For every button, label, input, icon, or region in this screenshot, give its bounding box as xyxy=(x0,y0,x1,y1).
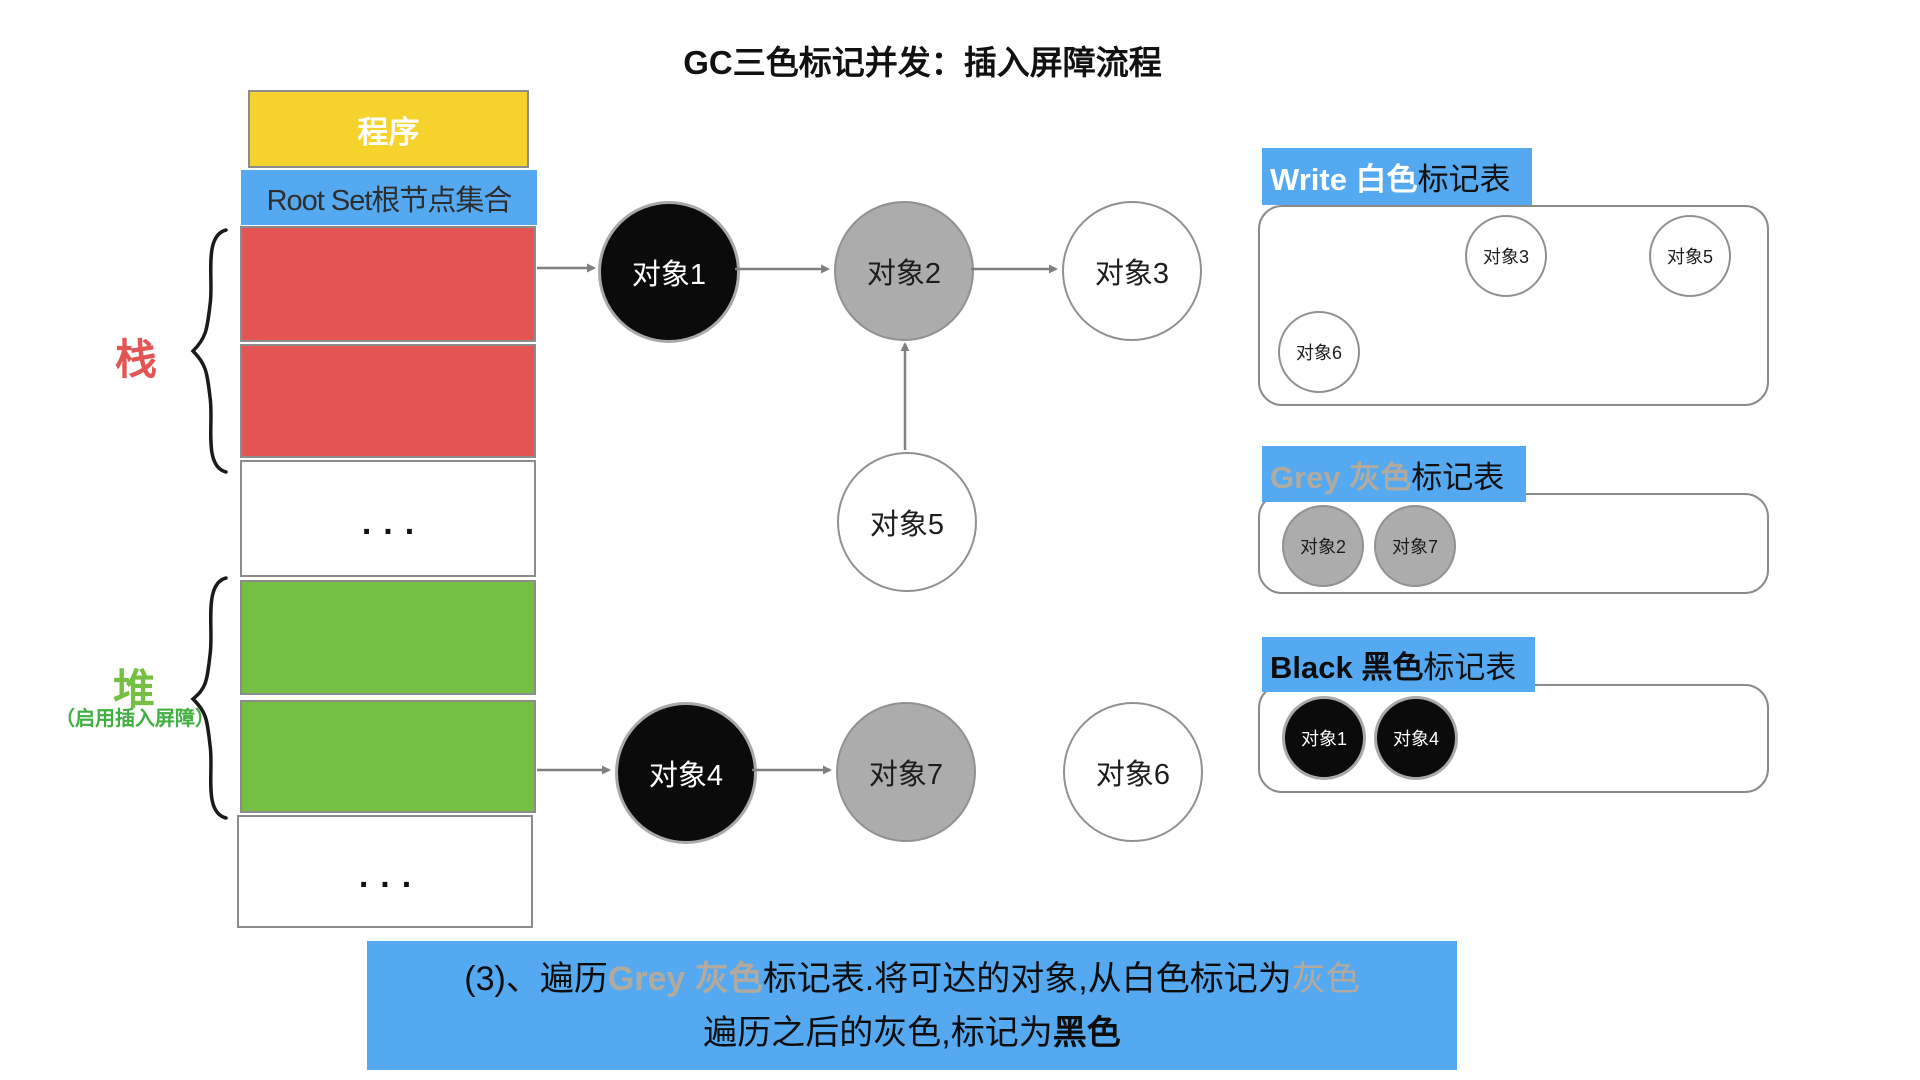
step-description-banner: (3)、遍历Grey 灰色标记表.将可达的对象,从白色标记为灰色 遍历之后的灰色… xyxy=(367,941,1457,1070)
node-label: 对象5 xyxy=(869,509,945,541)
node-label: 对象5 xyxy=(1666,247,1713,267)
white-table-header: Write 白色标记表 xyxy=(1262,148,1532,205)
node-label: 对象4 xyxy=(1392,729,1439,749)
page-title: GC三色标记并发：插入屏障流程 xyxy=(683,44,1162,81)
node-label: 对象7 xyxy=(868,759,944,791)
node-label: 对象1 xyxy=(1300,729,1347,749)
grey-table-title-highlight: Grey 灰色 xyxy=(1270,459,1412,495)
white-table-title-rest: 标记表 xyxy=(1417,162,1511,197)
node-label: 对象2 xyxy=(1299,537,1346,557)
banner-line1-part3: 标记表.将可达的对象,从白色标记为 xyxy=(762,959,1292,998)
banner-line1-grey-word: 灰色 xyxy=(1291,959,1360,998)
node-label: 对象2 xyxy=(866,258,942,290)
white-table-node-obj6: 对象6 xyxy=(1278,311,1360,393)
white-table-node-obj3: 对象3 xyxy=(1465,215,1547,297)
banner-line1-grey-highlight: Grey 灰色 xyxy=(607,959,763,998)
graph-node-obj6: 对象6 xyxy=(1063,702,1203,842)
black-table-node-obj1: 对象1 xyxy=(1282,696,1366,780)
ellipsis-text: ... xyxy=(358,857,424,895)
graph-node-obj3: 对象3 xyxy=(1062,201,1202,341)
grey-table-header: Grey 灰色标记表 xyxy=(1262,446,1526,502)
grey-table-node-obj2: 对象2 xyxy=(1282,505,1364,587)
white-table-node-obj5: 对象5 xyxy=(1649,215,1731,297)
memory-ellipsis-box-1: ... xyxy=(240,460,536,577)
black-table-title-highlight: Black 黑色 xyxy=(1270,650,1424,685)
stack-slot-1 xyxy=(240,226,536,342)
banner-line2-black-word: 黑色 xyxy=(1052,1013,1121,1052)
memory-ellipsis-box-2: ... xyxy=(237,815,533,928)
banner-line1-part1: (3)、遍历 xyxy=(464,959,608,998)
banner-line2-part1: 遍历之后的灰色,标记为 xyxy=(703,1013,1053,1052)
grey-table-node-obj7: 对象7 xyxy=(1374,505,1456,587)
node-label: 对象3 xyxy=(1094,258,1170,290)
stack-label: 栈 xyxy=(114,336,157,383)
black-table-node-obj4: 对象4 xyxy=(1374,696,1458,780)
graph-node-obj2: 对象2 xyxy=(834,201,974,341)
heap-barrier-note: （启用插入屏障） xyxy=(55,708,215,730)
node-label: 对象3 xyxy=(1482,247,1529,267)
root-set-label: Root Set根节点集合 xyxy=(266,184,513,217)
black-table-header: Black 黑色标记表 xyxy=(1262,637,1535,692)
heap-slot-1 xyxy=(240,580,536,695)
node-label: 对象4 xyxy=(648,760,724,792)
node-label: 对象7 xyxy=(1391,537,1438,557)
grey-table-title-rest: 标记表 xyxy=(1411,459,1505,495)
node-label: 对象6 xyxy=(1295,343,1342,363)
graph-node-obj7: 对象7 xyxy=(836,702,976,842)
node-label: 对象1 xyxy=(631,259,707,291)
stack-brace xyxy=(190,228,228,474)
ellipsis-text: ... xyxy=(361,504,427,542)
program-box: 程序 xyxy=(248,90,529,168)
program-label: 程序 xyxy=(357,114,420,150)
heap-label: 堆 xyxy=(112,666,155,713)
graph-node-obj1: 对象1 xyxy=(598,201,740,343)
banner-line-2: 遍历之后的灰色,标记为黑色 xyxy=(703,1006,1120,1060)
stack-slot-2 xyxy=(240,344,536,458)
heap-slot-2 xyxy=(240,700,536,813)
graph-node-obj4: 对象4 xyxy=(615,702,757,844)
white-table-title-highlight: Write 白色 xyxy=(1270,162,1418,197)
heap-brace xyxy=(190,576,228,820)
banner-line-1: (3)、遍历Grey 灰色标记表.将可达的对象,从白色标记为灰色 xyxy=(464,952,1359,1006)
graph-node-obj5: 对象5 xyxy=(837,452,977,592)
root-set-box: Root Set根节点集合 xyxy=(241,170,537,225)
black-table-title-rest: 标记表 xyxy=(1423,650,1517,685)
node-label: 对象6 xyxy=(1095,759,1171,791)
